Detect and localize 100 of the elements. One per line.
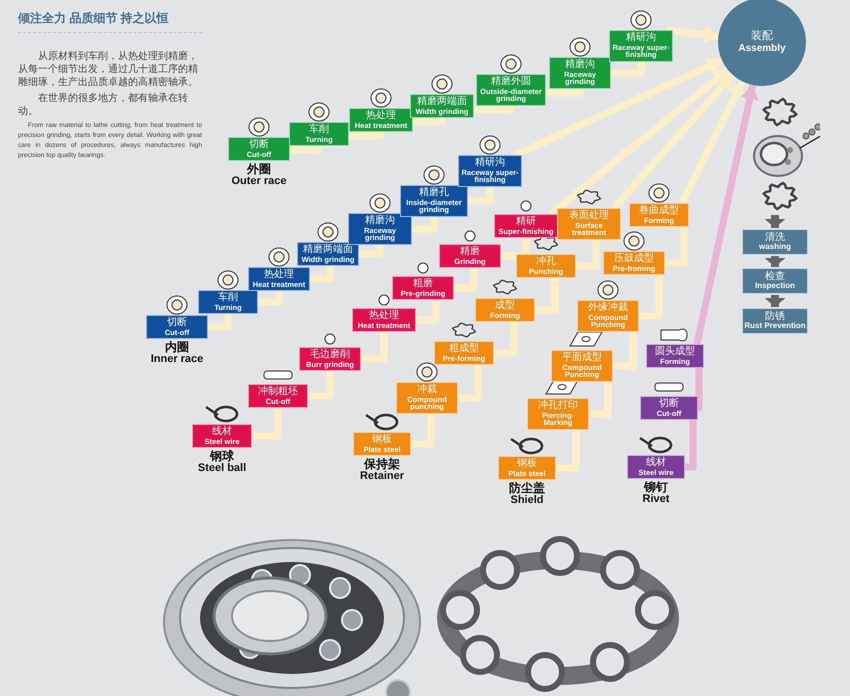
down-arrow — [764, 295, 786, 307]
step-name: 精磨两端面 — [302, 245, 354, 256]
process-tag — [476, 74, 546, 106]
flow-band — [454, 268, 478, 292]
flow-band-arrow — [666, 26, 719, 44]
process-tag — [498, 456, 556, 480]
flow-band-arrow — [678, 80, 746, 205]
step-name-en: washing — [758, 243, 792, 252]
step-name: 清洗 — [764, 232, 786, 243]
step-name: 装配 — [751, 30, 773, 43]
step-name: 圆头成型 — [654, 347, 696, 358]
step-name: 热处理 — [368, 311, 400, 322]
step-name: 切断 — [166, 318, 188, 328]
process-tag — [289, 122, 349, 146]
flow-band — [589, 382, 612, 418]
step-name: 粗成型 — [448, 344, 480, 354]
assembly-circle — [718, 0, 806, 86]
process-tag — [352, 308, 416, 332]
flow-band — [412, 217, 438, 232]
flow-band — [639, 275, 662, 320]
process-box — [742, 268, 808, 294]
step-name: 精研沟 — [625, 33, 657, 44]
process-tag — [348, 213, 412, 246]
flow-band-arrow — [611, 72, 736, 210]
step-name: 热处理 — [365, 111, 397, 122]
step-name: 精磨 — [459, 247, 481, 258]
flow-band — [458, 365, 482, 402]
flow-band — [258, 291, 282, 306]
process-tag — [629, 203, 689, 228]
flow-band — [546, 89, 584, 96]
flow-band — [468, 187, 494, 204]
process-box — [742, 308, 808, 334]
flow-band — [361, 332, 388, 362]
process-tag — [527, 398, 589, 430]
flow-band-arrow — [694, 84, 759, 345]
step-name: 钢板 — [516, 459, 538, 470]
series-name: Retainer — [360, 470, 404, 482]
step-name-en: Rust Prevention — [744, 322, 806, 331]
flow-band — [611, 62, 644, 76]
process-tag — [646, 344, 704, 368]
flow-band — [349, 132, 384, 140]
process-box — [742, 229, 808, 255]
intro-paragraph: 从原材料到车削，从热处理到精磨，从每一个细节出发，通过几十道工序的精雕细琢，生产出品质卓越的高精密轴承。 — [18, 50, 199, 89]
process-tag — [349, 108, 413, 132]
flow-band — [613, 332, 636, 370]
process-tag — [198, 290, 258, 314]
step-name: 线材 — [645, 458, 667, 468]
flow-band — [411, 414, 434, 448]
heading: 倾注全力 品质细节 持之以恒 — [18, 10, 169, 27]
flow-band — [665, 227, 688, 266]
series-name: 保持架 — [362, 458, 401, 471]
step-name: 精研沟 — [474, 158, 506, 168]
step-name: 热处理 — [263, 270, 295, 280]
step-name: 冲孔 — [535, 257, 557, 268]
process-tag — [458, 155, 522, 188]
step-name: 精磨两端面 — [416, 97, 468, 108]
process-tag — [248, 267, 310, 292]
series-name: Steel ball — [198, 462, 246, 474]
process-tag — [396, 382, 458, 414]
process-tag — [400, 185, 468, 218]
series-name: 内圈 — [164, 341, 190, 354]
step-name: 外缘冲裁 — [587, 303, 629, 314]
step-name: 平面成型 — [561, 353, 603, 364]
process-tag — [627, 455, 685, 480]
step-name: 线材 — [211, 427, 233, 438]
step-name: 切断 — [658, 399, 680, 410]
process-tag — [434, 341, 494, 366]
down-arrow — [764, 256, 786, 267]
flow-band — [501, 238, 530, 260]
step-name: 防锈 — [764, 311, 786, 322]
process-tag — [577, 300, 639, 332]
series-name: Outer race — [231, 176, 287, 188]
process-tag — [551, 350, 613, 382]
flow-band — [308, 371, 334, 400]
series-name: 铆钉 — [642, 481, 669, 494]
step-name: 冲裁 — [416, 385, 438, 396]
series-name: Inner race — [150, 354, 204, 366]
step-name: 压鼓成型 — [613, 254, 655, 264]
step-name: 毛边磨削 — [309, 350, 351, 360]
step-name: 冲制粗坯 — [257, 387, 299, 398]
step-name: 卷曲成型 — [638, 206, 680, 216]
process-tag — [297, 242, 359, 266]
step-name: 精磨沟 — [364, 216, 396, 226]
step-name: 精磨外圆 — [490, 77, 532, 88]
step-name: 精磨沟 — [564, 60, 596, 70]
process-tag — [557, 208, 621, 240]
flow-band-arrow — [548, 67, 730, 217]
series-name: 外圈 — [246, 163, 272, 176]
process-tag — [640, 396, 698, 420]
series-name: Shield — [510, 494, 544, 506]
process-tag — [603, 251, 665, 276]
intro-paragraph: 在世界的很多地方，都有轴承在转动。 — [18, 92, 189, 118]
process-tag — [146, 315, 208, 340]
step-name: 切断 — [248, 140, 270, 150]
flow-band — [359, 245, 384, 258]
process-tag — [192, 424, 252, 448]
process-tag — [549, 57, 611, 90]
series-name: 防尘盖 — [509, 482, 545, 495]
step-name-en: Assembly — [738, 42, 786, 54]
flow-band — [252, 408, 282, 440]
